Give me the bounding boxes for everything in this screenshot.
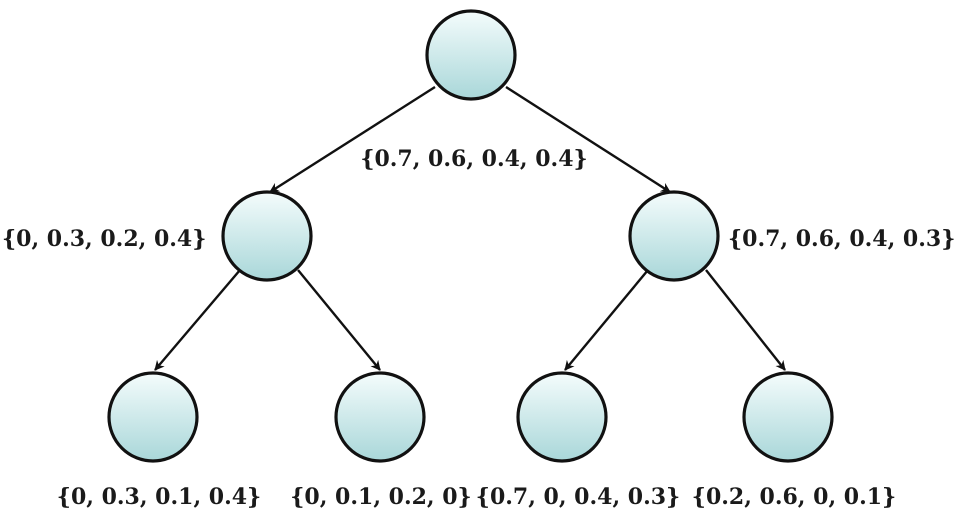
node-root: [425, 9, 517, 101]
node-leaf-3: [516, 371, 608, 463]
edge-root-to-mid-left: [269, 85, 436, 194]
edge-root-to-mid-right: [505, 85, 671, 194]
node-mid-right: [628, 190, 720, 282]
mid-left-label: {0, 0.3, 0.2, 0.4}: [2, 226, 206, 252]
edge-mid-left-to-leaf-2: [297, 269, 381, 371]
leaf-2-label: {0, 0.1, 0.2, 0}: [290, 484, 471, 510]
leaf-4-label: {0.2, 0.6, 0, 0.1}: [692, 484, 896, 510]
leaf-3-label: {0.7, 0, 0.4, 0.3}: [476, 484, 680, 510]
edges: [154, 85, 786, 371]
edge-mid-left-to-leaf-1: [154, 269, 241, 371]
root-label: {0.7, 0.6, 0.4, 0.4}: [360, 146, 587, 172]
node-mid-left: [221, 190, 313, 282]
leaf-1-label: {0, 0.3, 0.1, 0.4}: [57, 484, 261, 510]
edge-mid-right-to-leaf-3: [564, 269, 649, 371]
node-leaf-2: [334, 371, 426, 463]
node-leaf-4: [742, 371, 834, 463]
node-leaf-1: [107, 371, 199, 463]
edge-mid-right-to-leaf-4: [705, 269, 786, 371]
mid-right-label: {0.7, 0.6, 0.4, 0.3}: [728, 226, 955, 252]
